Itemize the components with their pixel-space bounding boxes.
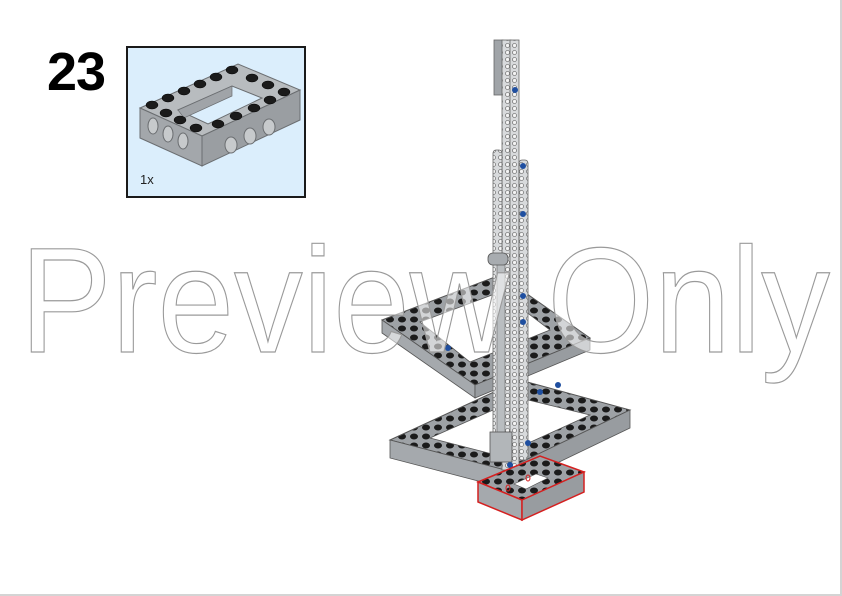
step-number: 23 <box>47 42 106 102</box>
tower-beam <box>509 39 520 471</box>
new-part-highlight <box>476 455 586 522</box>
part-quantity: 1x <box>140 172 154 187</box>
parts-callout: 1x <box>126 46 306 198</box>
tower-beam <box>518 159 529 461</box>
technic-brick-4x6-icon <box>138 63 302 167</box>
axle-connector <box>487 252 509 266</box>
